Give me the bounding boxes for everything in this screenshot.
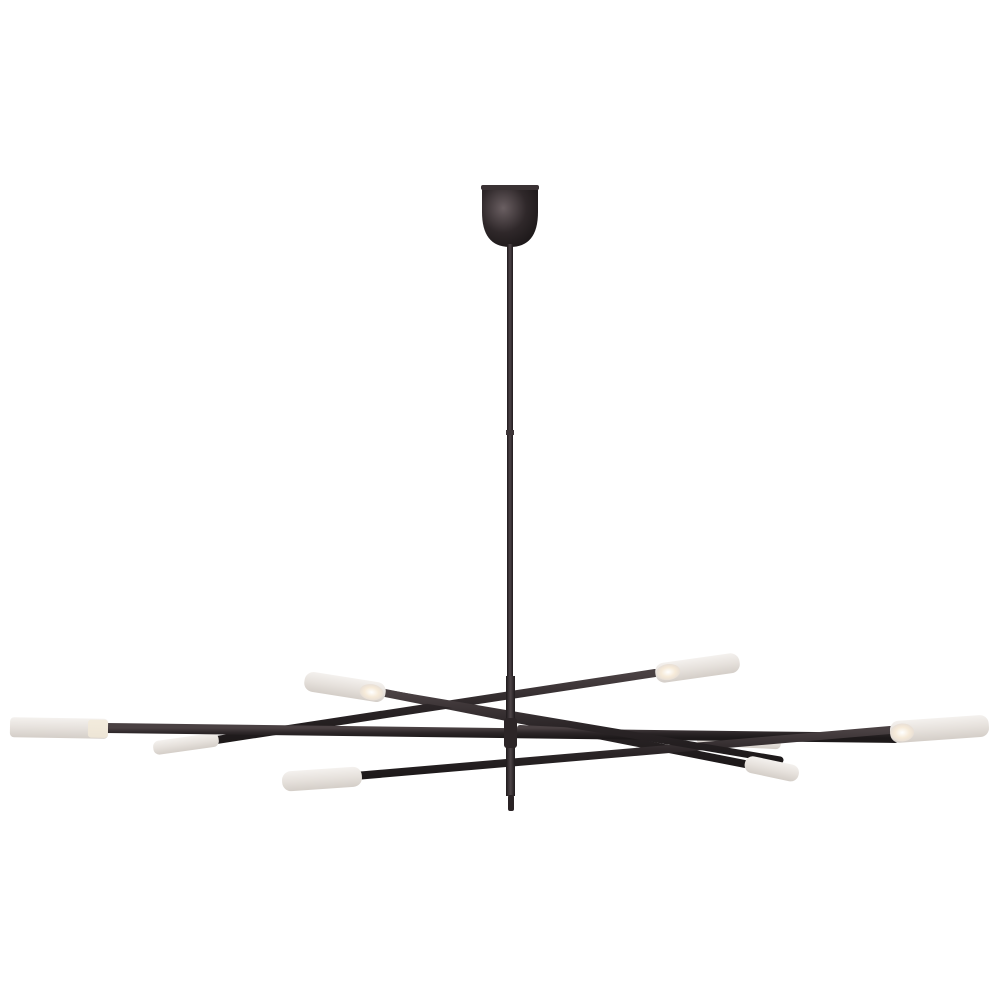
shade-upper-left: [304, 672, 386, 702]
shade-left: [9, 717, 109, 739]
arm-rods-front: [100, 689, 900, 780]
canopy: [481, 185, 539, 247]
stem: [506, 244, 514, 676]
shade-upper-right: [655, 653, 740, 683]
shade-lower-left: [282, 766, 362, 792]
light-shades-front: [9, 653, 990, 792]
shade-lower-right: [744, 756, 799, 782]
shade-right: [889, 715, 990, 743]
hub: [504, 676, 517, 811]
